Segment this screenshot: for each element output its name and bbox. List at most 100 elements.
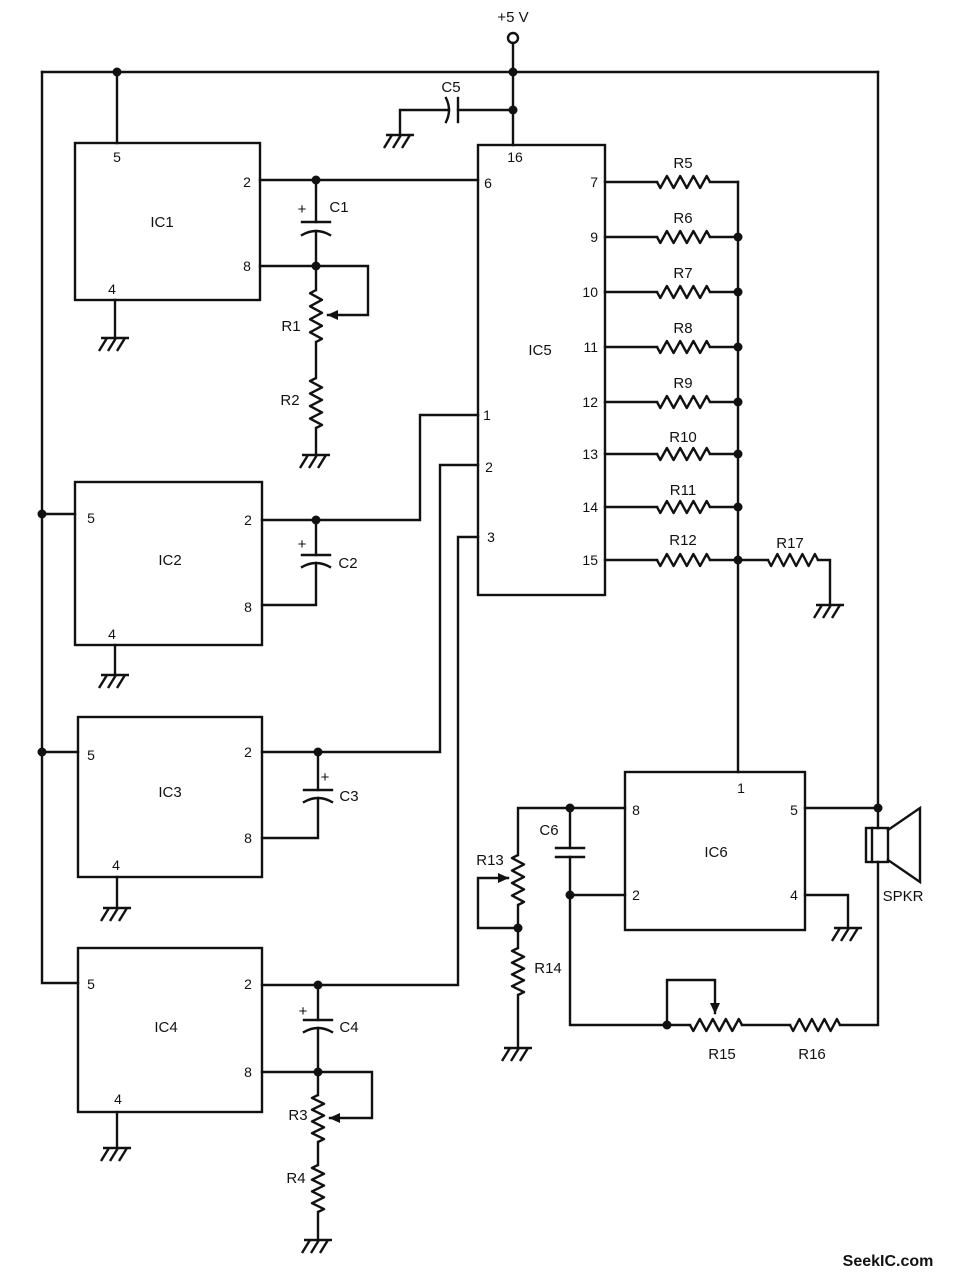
c3-polarity-mark: + [321, 769, 330, 786]
c1-polarity-mark: + [298, 201, 307, 218]
r10-label: R10 [669, 429, 697, 446]
r14-resistor [510, 946, 526, 997]
junction-dot [662, 1020, 672, 1030]
ic2: 5 2 IC2 8 4 + C2 [40, 413, 480, 677]
junction-dot [311, 175, 321, 185]
ic5-pin-label: 2 [485, 459, 493, 475]
wire-ic6-pin4-to-ground [803, 893, 850, 930]
ic5-pin-label: 16 [507, 149, 523, 165]
ic2-label: IC2 [158, 552, 181, 569]
r10-resistor [655, 446, 712, 462]
junction-dot [508, 67, 518, 77]
ic5-pin-label: 13 [582, 446, 598, 462]
ic6-box [623, 770, 807, 932]
ic5-pin-label: 14 [582, 499, 598, 515]
junction-dot [311, 261, 321, 271]
wire-c5-to-ground [398, 108, 451, 137]
c2-polarity-mark: + [298, 536, 307, 553]
ic5-pin-label: 9 [590, 229, 598, 245]
r12-label: R12 [669, 532, 697, 549]
r1-label: R1 [281, 318, 300, 335]
r7-resistor [655, 284, 712, 300]
wire-ic5-outputs [603, 180, 659, 562]
ic5-pin-label: 15 [582, 552, 598, 568]
c5-label: C5 [441, 79, 460, 96]
junction-dot [565, 890, 575, 900]
speaker-magnet [864, 826, 890, 864]
r13-label: R13 [476, 852, 504, 869]
junction-dot [733, 287, 743, 297]
r6-label: R6 [673, 210, 692, 227]
junction-dot [311, 515, 321, 525]
ic5-pin-label: 10 [582, 284, 598, 300]
r2-label: R2 [280, 392, 299, 409]
wire-ladder-outputs [708, 180, 740, 562]
speaker: SPKR [864, 805, 924, 905]
junction-dot [37, 747, 47, 757]
ic4-label: IC4 [154, 1019, 177, 1036]
ic5-pin-label: 1 [483, 407, 491, 423]
junction-dot [37, 509, 47, 519]
r11-resistor [655, 499, 712, 515]
junction-dot [513, 923, 523, 933]
r8-resistor [655, 339, 712, 355]
r8-label: R8 [673, 320, 692, 337]
ic2-pin-label: 8 [244, 599, 252, 615]
ic5-label: IC5 [528, 342, 551, 359]
r12-resistor [655, 552, 712, 568]
c3-label: C3 [339, 788, 358, 805]
r5-label: R5 [673, 155, 692, 172]
ic3-pin-label: 2 [244, 744, 252, 760]
ic4-box [76, 946, 264, 1114]
ic2-pin-label: 2 [244, 512, 252, 528]
r17-label: R17 [776, 535, 804, 552]
r15-potentiometer [688, 1017, 744, 1033]
junction-dot [112, 67, 122, 77]
r16-label: R16 [798, 1046, 826, 1063]
r9-resistor [655, 394, 712, 410]
r17-resistor [766, 552, 820, 568]
r6-resistor [655, 229, 712, 245]
ic1-pin-label: 8 [243, 258, 251, 274]
ic6-pin-label: 2 [632, 887, 640, 903]
ic6: 1 8 5 IC6 2 4 R13 R14 C6 R15 R16 [476, 770, 880, 1063]
ic4-pin-label: 8 [244, 1064, 252, 1080]
ic6-pin-label: 5 [790, 802, 798, 818]
ic3-pin-label: 4 [112, 857, 120, 873]
wire-ic3-pin2-to-ic5-pin2 [260, 463, 480, 754]
junction-dot [733, 342, 743, 352]
ic4-pin-label: 4 [114, 1091, 122, 1107]
ic5: 16 6 IC5 1 2 3 7 9 10 11 12 13 14 15 [476, 143, 607, 597]
c6-label: C6 [539, 822, 558, 839]
r14-label: R14 [534, 960, 562, 977]
junctions [37, 67, 883, 1077]
ic6-pin-label: 8 [632, 802, 640, 818]
supply-label: +5 V [497, 9, 528, 26]
r3-potentiometer [310, 1093, 326, 1144]
ic1-pin-label: 5 [113, 149, 121, 165]
ic5-box [476, 143, 607, 597]
ic1-box [73, 141, 262, 302]
junction-dot [733, 449, 743, 459]
ic2-pin-label: 5 [87, 510, 95, 526]
wire-c3-to-ic3-pin8 [260, 796, 320, 840]
supply-terminal [506, 31, 520, 45]
r9-label: R9 [673, 375, 692, 392]
junction-dot [733, 555, 743, 565]
junction-dot [733, 232, 743, 242]
wire-r17-to-ground [816, 558, 832, 607]
r15-wiper-wire [665, 978, 720, 1027]
speaker-cone [886, 805, 922, 885]
r13-wiper-wire [476, 873, 520, 930]
ic2-box [73, 480, 264, 647]
ic6-pin-label: 1 [737, 780, 745, 796]
r3-label: R3 [288, 1107, 307, 1124]
junction-dot [565, 803, 575, 813]
speaker-label: SPKR [883, 888, 924, 905]
ic1-pin-label: 2 [243, 174, 251, 190]
ic5-pin-label: 6 [484, 175, 492, 191]
c4-label: C4 [339, 1019, 358, 1036]
ic1-label: IC1 [150, 214, 173, 231]
ic3-pin-label: 5 [87, 747, 95, 763]
